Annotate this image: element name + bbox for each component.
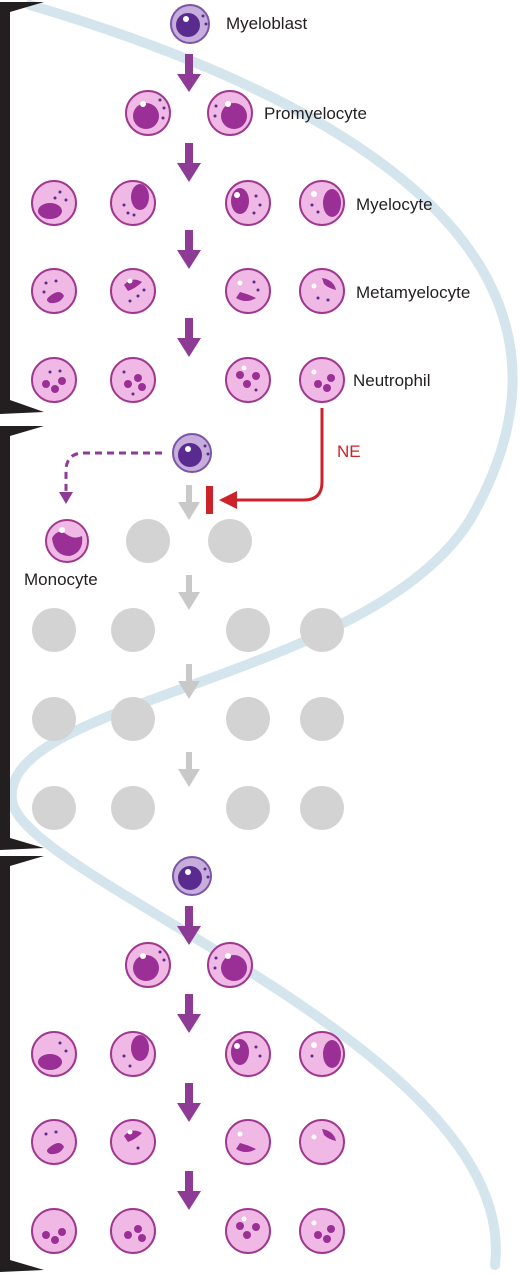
metamyelocyte-cell-icon [299,268,345,314]
metamyelocyte-cell-icon [110,268,156,314]
arrow-down-icon [177,1171,201,1210]
label-promyelocyte: Promyelocyte [264,104,367,123]
bracket-middle [0,426,44,850]
neutrophil-cell-icon [225,357,271,403]
myelocyte-cell-icon [31,180,77,226]
neutrophil-cell-icon [110,357,156,403]
monocyte-pathway-dashed [64,451,162,496]
arrow-down-icon [177,906,201,945]
metamyelocyte-cell-icon [110,1119,156,1165]
promyelocyte-cell-icon [207,942,253,988]
myeloblast-cell-icon [172,856,212,896]
label-myelocyte: Myelocyte [356,195,433,214]
middle-section: NE Monocyte [24,408,361,830]
arrow-down-icon [177,230,201,269]
bottom-section [31,856,345,1254]
myelocyte-cell-icon [225,1031,271,1077]
neutrophil-cell-icon [31,1208,77,1254]
promyelocyte-cell-icon [125,942,171,988]
myelocyte-cell-icon [31,1031,77,1077]
inhibition-bar-icon [206,486,213,514]
myeloblast-cell-icon [170,4,210,44]
metamyelocyte-cell-icon [31,1119,77,1165]
myelocyte-cell-icon [299,1031,345,1077]
monocyte-cell-icon [45,519,89,563]
arrow-down-icon [177,143,201,182]
label-metamyelocyte: Metamyelocyte [356,283,470,302]
arrow-down-icon [177,994,201,1033]
arrow-down-icon [177,1083,201,1122]
neutrophil-cell-icon [31,357,77,403]
neutrophil-cell-icon [299,1208,345,1254]
arrow-down-icon [177,318,201,357]
arrow-down-icon [178,664,200,699]
myelocyte-cell-icon [110,180,156,226]
depleted-cell-icon [32,519,344,830]
neutrophil-cell-icon [110,1208,156,1254]
neutrophil-cell-icon [225,1208,271,1254]
arrow-down-icon [178,485,200,520]
bracket-bottom [0,856,44,1272]
arrow-down-icon [178,575,200,610]
metamyelocyte-cell-icon [299,1119,345,1165]
ne-pathway-line [219,408,324,509]
metamyelocyte-cell-icon [31,268,77,314]
label-neutrophil: Neutrophil [353,371,431,390]
myelocyte-cell-icon [225,180,271,226]
myeloblast-cell-icon [172,433,212,473]
label-monocyte: Monocyte [24,570,98,589]
label-ne: NE [337,442,361,461]
bracket-top [0,2,44,414]
metamyelocyte-cell-icon [225,268,271,314]
label-myeloblast: Myeloblast [226,14,308,33]
metamyelocyte-cell-icon [225,1119,271,1165]
background-wave [6,0,518,1270]
promyelocyte-cell-icon [207,90,253,136]
promyelocyte-cell-icon [125,90,171,136]
arrow-down-icon [177,54,201,92]
arrow-down-icon [59,492,73,504]
neutrophil-cell-icon [299,357,345,403]
myelocyte-cell-icon [299,180,345,226]
myelocyte-cell-icon [110,1031,156,1077]
arrow-down-icon [178,752,200,787]
top-section: Myeloblast Promyelocyte [31,4,470,403]
